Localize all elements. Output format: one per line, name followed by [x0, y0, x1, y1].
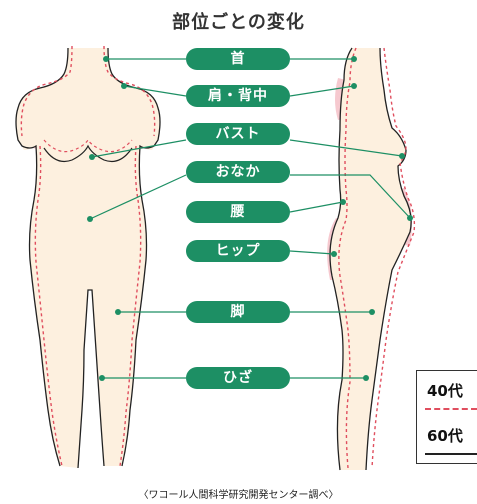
dot-knee-side: [363, 375, 369, 381]
dot-belly-front: [87, 216, 93, 222]
connector-waist-side: [290, 202, 343, 212]
dot-bust-side: [399, 153, 405, 159]
source-note: 〈ワコール人間科学研究開発センター調べ〉: [0, 486, 477, 501]
label-neck: 首: [186, 48, 290, 70]
label-bust: バスト: [186, 123, 290, 145]
dot-neck-side: [351, 56, 357, 62]
legend-60s-swatch: [425, 453, 477, 455]
label-leg: 脚: [186, 301, 290, 323]
label-belly: おなか: [186, 161, 290, 183]
dot-bust-front: [89, 154, 95, 160]
dot-neck-front: [103, 56, 109, 62]
dot-shoulder-side: [351, 83, 357, 89]
label-shoulder-back: 肩・背中: [186, 85, 290, 107]
dot-leg-front: [115, 309, 121, 315]
legend: 40代 60代: [416, 370, 477, 464]
dot-leg-side: [369, 309, 375, 315]
label-knee: ひざ: [186, 367, 290, 389]
front-body: [16, 48, 160, 468]
dot-waist-side: [340, 199, 346, 205]
dot-hip-side: [331, 251, 337, 257]
diagram-title: 部位ごとの変化: [0, 8, 477, 34]
dot-shoulder-front: [121, 83, 127, 89]
label-hip: ヒップ: [186, 240, 290, 262]
dot-knee-front: [99, 375, 105, 381]
legend-40s-swatch: [425, 408, 477, 410]
legend-60s-label: 60代: [427, 425, 463, 446]
legend-40s-label: 40代: [427, 380, 463, 401]
label-waist: 腰: [186, 201, 290, 223]
dot-belly-side: [407, 215, 413, 221]
